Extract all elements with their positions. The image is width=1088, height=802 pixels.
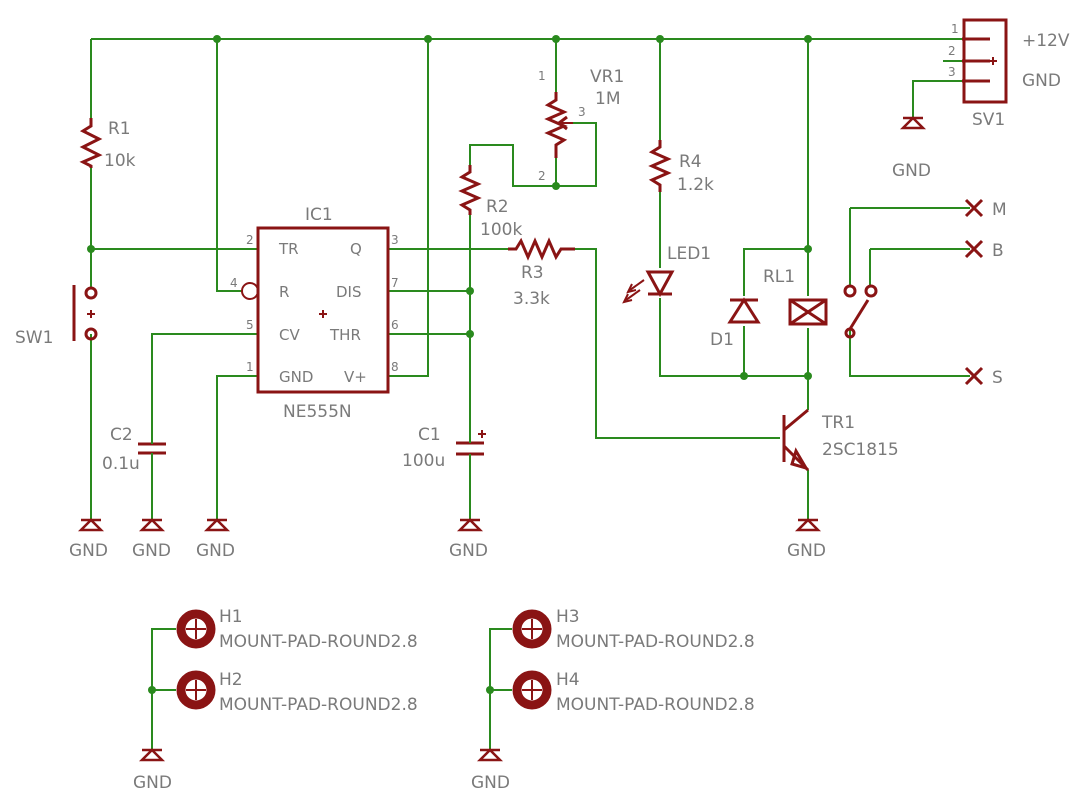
c2-value: 0.1u	[102, 454, 140, 474]
ic1-pin-label-r: R	[279, 283, 289, 301]
gnd-symbol-ic1	[203, 518, 231, 532]
r4-name: R4	[679, 152, 702, 172]
potentiometer-vr1: VR1 1M 1 2 3	[538, 67, 624, 183]
mount-pad-h3: H3 MOUNT-PAD-ROUND2.8	[512, 607, 755, 652]
ic1-pin-num-1: 1	[246, 360, 254, 374]
ic1-pin-label-thr: THR	[329, 326, 361, 344]
led-led1: LED1	[622, 244, 711, 304]
ic1-pin-num-8: 8	[391, 360, 399, 374]
h4-value: MOUNT-PAD-ROUND2.8	[556, 695, 755, 715]
sv1-label-12v: +12V	[1022, 31, 1070, 51]
led1-name: LED1	[667, 244, 711, 264]
vr1-value: 1M	[595, 89, 620, 109]
c1-value: 100u	[402, 451, 445, 471]
ic1-pin-label-cv: CV	[279, 326, 300, 344]
ic1-ne555: IC1 NE555N TR R CV GND Q DIS THR V+ 2 4 …	[230, 205, 399, 422]
pushbutton-sw1: SW1	[15, 285, 98, 348]
r2-value: 100k	[480, 220, 522, 240]
gnd-symbol-h34	[476, 748, 504, 762]
mount-pad-h2: H2 MOUNT-PAD-ROUND2.8	[176, 670, 418, 715]
tr1-value: 2SC1815	[822, 440, 899, 460]
gnd-symbol-sw1	[77, 518, 105, 532]
r3-value: 3.3k	[513, 289, 550, 309]
ic1-pin-label-dis: DIS	[336, 283, 362, 301]
gnd-label-h12: GND	[133, 773, 172, 793]
h1-name: H1	[219, 607, 243, 627]
h3-name: H3	[556, 607, 580, 627]
junctions	[87, 35, 812, 694]
mount-pad-h4: H4 MOUNT-PAD-ROUND2.8	[512, 670, 755, 715]
vr1-pin-1: 1	[538, 69, 546, 83]
c2-name: C2	[110, 425, 133, 445]
ic1-pin-num-6: 6	[391, 318, 399, 332]
mount-pad-h1: H1 MOUNT-PAD-ROUND2.8	[176, 607, 418, 652]
gnd-symbol-c1	[456, 518, 484, 532]
ic1-pin-num-7: 7	[391, 276, 399, 290]
wires	[90, 38, 970, 750]
gnd-label-sw1: GND	[69, 541, 108, 561]
gnd-label-ic1: GND	[196, 541, 235, 561]
resistor-r4: R4 1.2k	[648, 140, 714, 195]
r2-name: R2	[486, 197, 509, 217]
ic1-pin-label-q: Q	[350, 240, 362, 258]
gnd-symbol-h12	[138, 748, 166, 762]
sv1-pin-1: 1	[951, 22, 959, 36]
h2-name: H2	[219, 670, 243, 690]
h1-value: MOUNT-PAD-ROUND2.8	[219, 632, 418, 652]
terminal-m-label: M	[992, 200, 1007, 220]
gnd-label-c2: GND	[132, 541, 171, 561]
gnd-label-tr1: GND	[787, 541, 826, 561]
r1-name: R1	[108, 119, 131, 139]
connector-sv1: 1 2 3 +12V GND SV1	[948, 18, 1070, 130]
sv1-pin-2: 2	[948, 44, 956, 58]
relay-rl1: RL1	[763, 267, 878, 339]
capacitor-c1: C1 100u	[402, 425, 486, 471]
terminals: M B S	[964, 198, 1007, 388]
ic1-name: IC1	[305, 205, 333, 225]
ground-symbols: GND GND GND GND GND GND GND GND	[69, 116, 931, 793]
terminal-s-label: S	[992, 368, 1003, 388]
ic1-pin-num-5: 5	[246, 318, 254, 332]
vr1-name: VR1	[590, 67, 624, 87]
vr1-pin-2: 2	[538, 169, 546, 183]
gnd-label-h34: GND	[471, 773, 510, 793]
sv1-pin-3: 3	[948, 65, 956, 79]
h3-value: MOUNT-PAD-ROUND2.8	[556, 632, 755, 652]
rl1-name: RL1	[763, 267, 795, 287]
sv1-label-gnd: GND	[1022, 71, 1061, 91]
h4-name: H4	[556, 670, 580, 690]
transistor-tr1: TR1 2SC1815	[782, 408, 899, 472]
ic1-pin-label-gnd: GND	[279, 368, 313, 386]
ic1-pin-num-2: 2	[246, 233, 254, 247]
h2-value: MOUNT-PAD-ROUND2.8	[219, 695, 418, 715]
r3-name: R3	[521, 263, 544, 283]
gnd-symbol-sv1	[899, 116, 927, 130]
tr1-name: TR1	[821, 413, 855, 433]
sv1-name: SV1	[972, 110, 1005, 130]
resistor-r3: R3 3.3k	[508, 237, 575, 309]
gnd-label-c1: GND	[449, 541, 488, 561]
ic1-pin-label-vplus: V+	[344, 368, 367, 386]
ic1-pin-num-3: 3	[391, 233, 399, 247]
d1-name: D1	[710, 330, 734, 350]
capacitor-c2: C2 0.1u	[102, 425, 166, 474]
gnd-symbol-c2	[138, 518, 166, 532]
gnd-symbol-tr1	[794, 518, 822, 532]
ic1-pin-num-4: 4	[230, 276, 238, 290]
r4-value: 1.2k	[677, 175, 714, 195]
resistor-r1: R1 10k	[79, 118, 136, 171]
r1-value: 10k	[104, 151, 136, 171]
resistor-r2: R2 100k	[458, 165, 522, 240]
diode-d1: D1	[710, 297, 761, 350]
c1-name: C1	[418, 425, 441, 445]
gnd-label-sv1: GND	[892, 161, 931, 181]
sw1-name: SW1	[15, 328, 53, 348]
vr1-pin-3: 3	[578, 105, 586, 119]
ic1-value: NE555N	[283, 402, 352, 422]
terminal-b-label: B	[992, 241, 1004, 261]
ic1-pin-label-tr: TR	[278, 240, 299, 258]
